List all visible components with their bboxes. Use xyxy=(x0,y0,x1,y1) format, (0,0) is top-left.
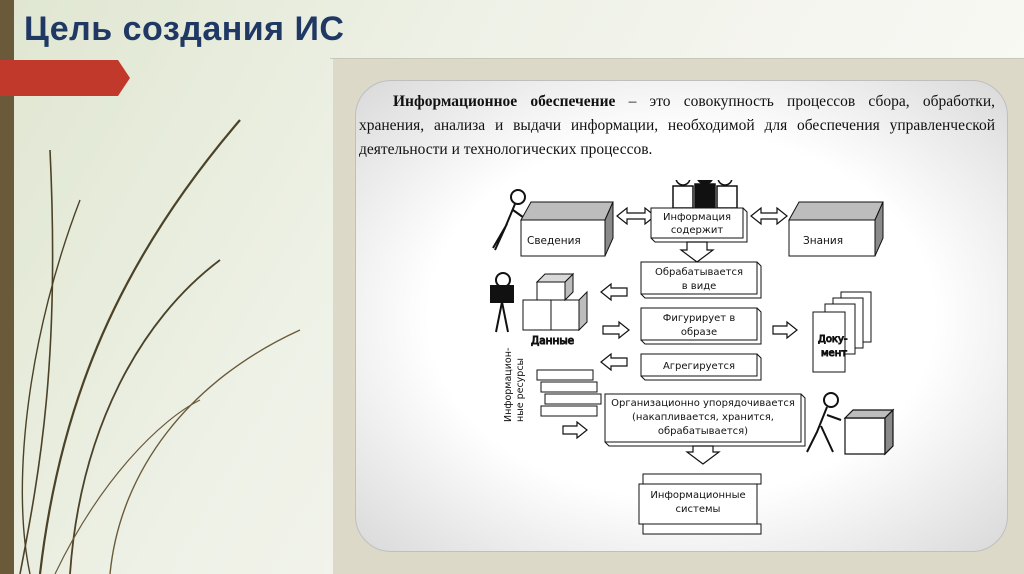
box-figures: Фигурирует в образе xyxy=(640,307,762,345)
arrow-left-2 xyxy=(600,352,628,372)
divider xyxy=(330,58,1024,59)
box-organized-line2: (накапливается, хранится, xyxy=(632,412,774,423)
resources-label-line2: ные ресурсы xyxy=(515,358,526,422)
person-computer-icon xyxy=(490,272,514,333)
data-label: Данные xyxy=(531,335,574,347)
person-box-icon xyxy=(806,392,895,456)
box-organized: Организационно упорядочивается (накаплив… xyxy=(604,393,806,447)
box-aggregated: Агрегируется xyxy=(640,353,762,381)
box-info-contains-line1: Информация xyxy=(663,212,731,223)
box-processed: Обрабатывается в виде xyxy=(640,261,762,299)
resource-slabs xyxy=(536,369,602,417)
document-label-line2: мент xyxy=(821,348,847,359)
info-support-diagram: Сведения Информация содержит Знания Обра… xyxy=(490,180,895,535)
box-figures-line1: Фигурирует в xyxy=(663,313,736,324)
box-organized-line3: обрабатывается) xyxy=(658,426,748,437)
double-arrow-left xyxy=(616,206,656,226)
definition-text: Информационное обеспечение – это совокуп… xyxy=(359,90,995,162)
document-label-line1: Доку- xyxy=(818,334,848,345)
definition-body: – это совокупность процессов сбора, обра… xyxy=(359,93,995,158)
title-marker xyxy=(0,60,130,96)
double-arrow-right xyxy=(750,206,788,226)
cube-svedeniya: Сведения xyxy=(520,201,614,257)
box-info-contains: Информация содержит xyxy=(650,207,748,243)
arrow-right-2 xyxy=(562,420,588,440)
arrow-left-1 xyxy=(600,282,628,302)
arrow-down-1 xyxy=(679,241,715,263)
people-group-icon xyxy=(672,180,738,209)
resources-label: Информацион- ные ресурсы xyxy=(503,348,526,422)
slide-title: Цель создания ИС xyxy=(24,10,345,48)
arrow-down-2 xyxy=(685,445,721,465)
decorative-grass xyxy=(19,119,301,574)
cube-znaniya: Знания xyxy=(788,201,884,257)
box-processed-line1: Обрабатывается xyxy=(655,267,743,278)
definition-term: Информационное обеспечение xyxy=(393,93,616,110)
cube-svedeniya-label: Сведения xyxy=(527,235,581,247)
data-cubes: Данные xyxy=(522,272,588,348)
resources-label-line1: Информацион- xyxy=(503,348,514,422)
box-aggregated-label: Агрегируется xyxy=(663,361,735,372)
box-info-systems-line2: системы xyxy=(676,504,721,515)
document-stack: Доку- мент xyxy=(812,291,872,373)
box-organized-line1: Организационно упорядочивается xyxy=(611,398,795,409)
box-processed-line2: в виде xyxy=(682,281,717,292)
left-accent-bar xyxy=(0,0,14,574)
box-figures-line2: образе xyxy=(681,327,717,338)
arrow-right-doc xyxy=(772,320,798,340)
box-info-systems-line1: Информационные xyxy=(650,490,745,501)
cube-znaniya-label: Знания xyxy=(803,235,843,247)
box-info-systems: Информационные системы xyxy=(638,473,762,535)
box-info-contains-line2: содержит xyxy=(671,225,724,236)
arrow-right-1 xyxy=(602,320,630,340)
